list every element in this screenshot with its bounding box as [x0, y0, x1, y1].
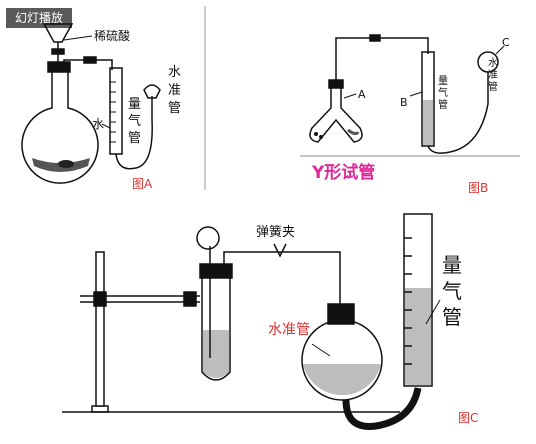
funnel-bulb: [42, 23, 74, 43]
test-tube: [201, 278, 231, 381]
leveling-tube-label-a-1: 水: [168, 65, 181, 80]
label-a: A: [358, 88, 366, 101]
tube-clamp-b: [369, 34, 381, 42]
gas-burette-label-a-1: 量: [128, 97, 141, 112]
caption-c: 图C: [458, 411, 478, 425]
leveling-tube-label-b-3: 管: [488, 80, 498, 93]
burette-graduations-a: [110, 81, 116, 143]
slideshow-badge[interactable]: 幻灯播放: [6, 8, 72, 28]
burette-water-c: [405, 288, 431, 385]
clamp-boss: [93, 291, 107, 307]
y-tube-liquid: [347, 128, 360, 136]
leveling-bulb-b: [477, 51, 499, 73]
stand-rod: [95, 251, 105, 407]
funnel-bulb-c: [196, 226, 220, 250]
gas-burette-label-a-2: 气: [128, 113, 141, 129]
rubber-tube-c: [342, 387, 422, 430]
flask-stopper: [47, 61, 71, 73]
round-flask: [21, 72, 99, 184]
y-tube-stopper: [328, 79, 344, 89]
panel-c: [62, 213, 441, 430]
leveling-tube-label-b-1: 水: [488, 57, 498, 69]
gas-burette-label-b-2: 气: [438, 86, 448, 99]
caption-b: 图B: [468, 181, 488, 195]
y-tube-solid-1: [314, 132, 318, 136]
y-tube: [309, 88, 363, 143]
test-tube-stopper: [199, 263, 233, 279]
label-c-leader: [495, 45, 505, 55]
leveling-bulb-stopper: [327, 303, 355, 325]
leveling-tube-label-a-2: 准: [168, 83, 181, 98]
leveling-tube-label-a: 水 准 管: [168, 65, 181, 116]
gas-burette-a: [109, 67, 123, 155]
label-a-leader: [343, 93, 357, 99]
gas-burette-c: [403, 213, 433, 387]
leveling-tube-label-a-3: 管: [168, 101, 181, 116]
gas-burette-label-c-2: 气: [442, 279, 462, 303]
burette-graduations-c: [404, 237, 412, 365]
y-tube-label: Y形试管: [311, 162, 375, 183]
leveling-bulb-water: [303, 364, 381, 396]
leveling-bulb-c: [301, 319, 383, 401]
gas-burette-label-a-3: 管: [128, 131, 141, 146]
leveling-tube-label-c: 水准管: [268, 322, 310, 338]
gas-burette-label-c-1: 量: [442, 253, 462, 277]
leveling-label-leader-c: [311, 343, 331, 357]
burette-water-b: [423, 100, 433, 145]
reagent-label: 稀硫酸: [94, 28, 130, 43]
panel-b: [309, 34, 505, 154]
tube-clamp-a: [83, 56, 97, 64]
clamp-label: 弹簧夹: [256, 224, 295, 240]
burette-label-leader-c: [425, 299, 441, 325]
label-b: B: [400, 96, 408, 109]
rubber-tube-b: [427, 72, 489, 154]
stand-base: [91, 405, 109, 413]
test-tube-liquid: [203, 330, 229, 378]
gas-burette-label-a: 量 气 管: [128, 97, 141, 146]
leveling-tube-label-b: 水 准 管: [488, 57, 498, 93]
caption-a: 图A: [132, 177, 153, 191]
clamp-jaw: [183, 291, 197, 307]
delivery-tube-c: [223, 251, 341, 304]
gas-burette-label-c: 量 气 管: [442, 253, 462, 329]
label-b-leader: [409, 91, 423, 97]
water-leader-a: [101, 123, 111, 129]
y-tube-solid-2: [319, 135, 323, 139]
flask-solid: [58, 160, 74, 168]
spring-clamp: [273, 243, 287, 258]
leveling-bulb-a: [143, 84, 161, 99]
rubber-tube-a: [115, 96, 153, 170]
gas-burette-label-b: 量 气 管: [438, 75, 448, 111]
leveling-tube-label-b-2: 准: [488, 69, 498, 81]
label-c: C: [502, 36, 510, 49]
gas-burette-label-c-3: 管: [442, 305, 462, 329]
gas-burette-label-b-1: 量: [438, 75, 448, 87]
reagent-leader: [63, 35, 93, 41]
gas-burette-label-b-3: 管: [438, 98, 448, 111]
water-label-a: 水: [92, 117, 104, 131]
panel-a: [21, 23, 161, 184]
funnel-stopcock: [51, 48, 65, 55]
delivery-tube-b: [335, 37, 429, 82]
